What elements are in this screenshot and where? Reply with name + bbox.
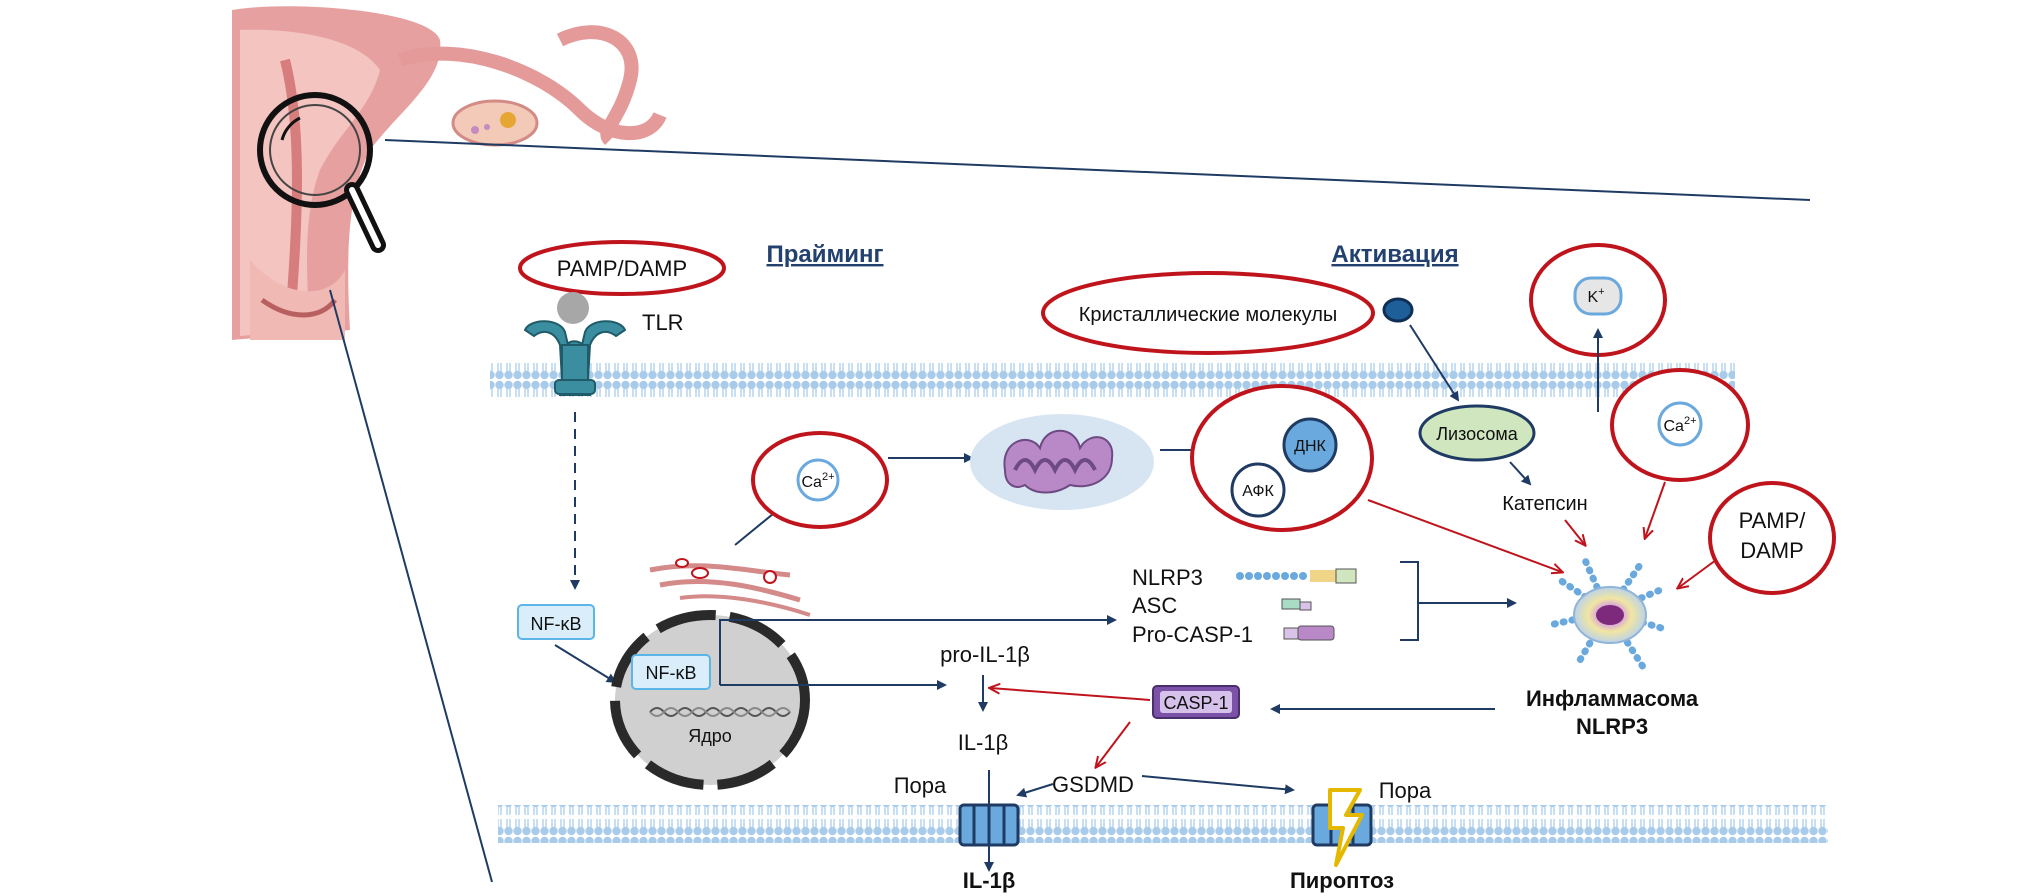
crystal-to-lysosome-arrow — [1409, 324, 1460, 402]
nfkb-cytoplasm-label: NF-κB — [531, 614, 582, 634]
svg-text:Ca2+: Ca2+ — [802, 471, 835, 491]
nucleus-label: Ядро — [688, 726, 732, 746]
crystal-molecules-label: Кристаллические молекулы — [1079, 304, 1337, 326]
tlr-label: TLR — [642, 310, 684, 335]
gsdmd-to-left-pore-arrow — [1016, 783, 1054, 798]
pro-casp1-label: Pro-CASP-1 — [1132, 622, 1253, 647]
nucleus-to-nlrp3-arrow — [719, 615, 1117, 685]
pamp-damp-top-label: PAMP/DAMP — [557, 256, 687, 281]
nlrp3-protein-icon — [1236, 568, 1357, 584]
asc-label: ASC — [1132, 593, 1177, 618]
lysosome-shape — [1418, 404, 1536, 462]
pore-left-icon — [958, 803, 1020, 847]
zoom-line-top — [384, 139, 1811, 201]
cell-membrane-bottom — [498, 805, 1828, 843]
casp1-label: CASP-1 — [1163, 693, 1228, 713]
dna-icon — [649, 707, 791, 717]
lightning-icon — [1328, 788, 1364, 867]
casp1-to-il1b-arrow — [990, 688, 1151, 701]
cathepsin-label: Катепсин — [1502, 493, 1587, 515]
asc-protein-icon — [1281, 598, 1312, 611]
lysosome-label: Лизосома — [1436, 424, 1519, 444]
gsdmd-to-right-pore-arrow — [1141, 775, 1295, 795]
nfkb-nucleus-label: NF-κB — [646, 663, 697, 683]
svg-text:K+: K+ — [1587, 286, 1604, 306]
nfkb-cytoplasm-box — [517, 604, 595, 640]
ca-left-symbol: Ca — [802, 474, 823, 491]
pamp-damp-right-line1: PAMP/ — [1739, 508, 1807, 533]
nlrp3-label: NLRP3 — [1132, 565, 1203, 590]
ca-right-symbol: Ca — [1664, 418, 1685, 435]
casp1-to-gsdmd-arrow — [1096, 721, 1131, 767]
ca-right-charge: 2+ — [1684, 415, 1697, 427]
dna-circle — [1282, 417, 1338, 473]
il1b-label: IL-1β — [958, 730, 1009, 755]
ca-left-ion — [796, 458, 840, 502]
pore-left-label: Пора — [894, 773, 947, 798]
crystal-particle-icon — [1382, 297, 1414, 323]
nfkb-to-nucleus-arrow — [554, 644, 617, 684]
tlr-receptor-icon — [523, 292, 627, 396]
k-symbol: K — [1587, 289, 1598, 306]
ros-circle — [1230, 462, 1286, 518]
svg-text:Ca2+: Ca2+ — [1664, 415, 1697, 435]
lysosome-to-cathepsin-arrow — [1509, 461, 1532, 486]
dna-label: ДНК — [1294, 438, 1326, 455]
golgi-icon — [649, 558, 811, 617]
pamp-right-to-inflammasome-arrow — [1678, 559, 1717, 588]
cathepsin-to-inflammasome-arrow — [1564, 519, 1585, 545]
pro-casp1-protein-icon — [1283, 625, 1335, 641]
ca-left-charge: 2+ — [822, 471, 835, 483]
zoom-line-bottom — [329, 289, 493, 883]
components-bracket — [1400, 561, 1419, 641]
magnifier-icon — [257, 92, 386, 253]
inflammasome-line1: Инфламмасома — [1526, 686, 1699, 711]
dna-to-inflammasome-arrow — [1367, 499, 1562, 572]
nfkb-nucleus-box — [631, 654, 711, 690]
ca-right-ion — [1657, 401, 1703, 447]
cell-membrane-top — [490, 362, 1735, 400]
k-charge: + — [1598, 286, 1604, 298]
pyroptosis-label: Пироптоз — [1290, 868, 1394, 893]
pro-il1b-label: pro-IL-1β — [940, 642, 1030, 667]
pamp-damp-right-line2: DAMP — [1740, 538, 1804, 563]
ros-label: АФК — [1242, 483, 1274, 500]
priming-header: Прайминг — [766, 241, 883, 268]
pamp-damp-right-outline — [1708, 481, 1836, 595]
gsdmd-label: GSDMD — [1052, 772, 1134, 797]
inflammasome-line2: NLRP3 — [1576, 714, 1648, 739]
k-ion — [1573, 276, 1623, 316]
inflammasome-icon — [1546, 556, 1672, 674]
il1b-out-label: IL-1β — [963, 868, 1016, 893]
dna-ros-outline — [1190, 384, 1374, 532]
pore-right-label: Пора — [1379, 778, 1432, 803]
nucleus-shape — [610, 610, 810, 790]
pamp-damp-top-outline — [518, 240, 726, 296]
crystal-molecules-outline — [1041, 271, 1375, 355]
activation-header: Активация — [1331, 241, 1458, 268]
ca-right-to-inflammasome-arrow — [1645, 481, 1666, 538]
